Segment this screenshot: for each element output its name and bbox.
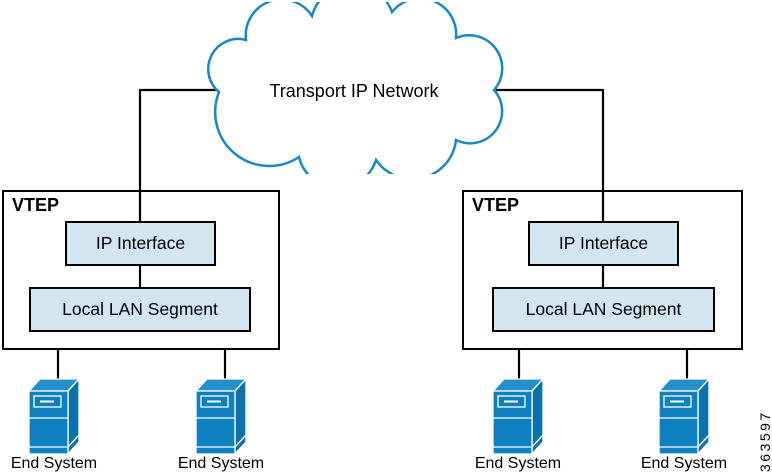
lan-segment-box: Local LAN Segment [29, 287, 251, 332]
server-side-base-line [531, 434, 544, 448]
figure-number: 363597 [757, 410, 772, 472]
ip-interface-box: IP Interface [528, 221, 679, 266]
transport-network-cloud: Transport IP Network [204, 0, 504, 189]
end-system-label: End System [640, 455, 728, 472]
vtep-box-left: VTEP IP Interface Local LAN Segment [2, 190, 280, 350]
vtep-label: VTEP [472, 195, 520, 215]
server-side-base-line [234, 434, 247, 448]
ip-interface-box: IP Interface [65, 221, 216, 266]
lan-segment-box: Local LAN Segment [492, 287, 715, 332]
end-system-label: End System [177, 455, 265, 472]
vtep-box-right: VTEP IP Interface Local LAN Segment [462, 190, 743, 350]
end-system-label: End System [474, 455, 562, 472]
server-side-face [531, 378, 544, 455]
server-side-base-line [697, 434, 710, 448]
server-icon [28, 378, 80, 455]
server-icon [492, 378, 544, 455]
cloud-label: Transport IP Network [269, 81, 439, 101]
end-system-label: End System [10, 455, 98, 472]
server-side-base-line [67, 434, 80, 448]
server-side-face [234, 378, 247, 455]
server-side-face [697, 378, 710, 455]
vtep-label: VTEP [12, 195, 60, 215]
server-icon [195, 378, 247, 455]
server-side-face [67, 378, 80, 455]
server-icon [658, 378, 710, 455]
